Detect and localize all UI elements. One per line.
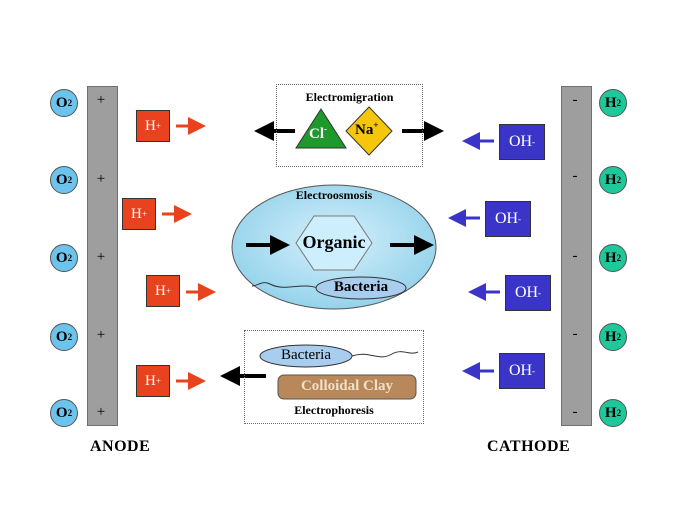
anode-plus-4: +	[96, 327, 106, 343]
colloidal-clay-shape	[277, 374, 417, 400]
anode-electrode	[87, 86, 118, 426]
anode-plus-5: +	[96, 404, 106, 420]
cathode-minus-3: -	[572, 248, 578, 264]
electromigration-panel: Electromigration	[276, 84, 423, 167]
ohminus-box: OH-	[505, 275, 551, 311]
na-diamond	[345, 106, 393, 156]
anode-plus-3: +	[96, 249, 106, 265]
hplus-box: H+	[146, 275, 180, 307]
hplus-box: H+	[122, 198, 156, 230]
organic-hexagon	[295, 215, 373, 271]
colloidal-clay-label: Colloidal Clay	[300, 378, 394, 394]
bacteria-label-1: Bacteria	[333, 279, 389, 295]
ohminus-box: OH-	[485, 201, 531, 237]
ohminus-box: OH-	[499, 353, 545, 389]
cathode-minus-2: -	[572, 168, 578, 184]
ohminus-box: OH-	[499, 124, 545, 160]
cl-ion-label: Cl-	[309, 124, 327, 142]
bacteria-shape-1	[315, 276, 407, 300]
cathode-minus-4: -	[572, 326, 578, 342]
bacteria-tail-1	[251, 282, 319, 289]
cl-triangle	[295, 108, 347, 149]
cathode-minus-1: -	[572, 92, 578, 108]
anode-plus-1: +	[96, 92, 106, 108]
electromigration-title: Electromigration	[305, 90, 394, 104]
organic-label: Organic	[302, 232, 366, 252]
na-ion-label: Na+	[355, 120, 379, 138]
electrophoresis-title: Electrophoresis	[294, 403, 374, 417]
cathode-electrode	[561, 86, 592, 426]
hplus-box: H+	[136, 110, 170, 142]
electroosmosis-title: Electroosmosis	[295, 188, 373, 202]
cathode-label: CATHODE	[487, 438, 571, 455]
bacteria-label-2: Bacteria	[281, 347, 331, 363]
electrophoresis-panel: Electrophoresis	[244, 330, 424, 424]
hplus-box: H+	[136, 365, 170, 397]
cathode-minus-5: -	[572, 404, 578, 420]
anode-label: ANODE	[90, 438, 151, 455]
bacteria-tail-2	[351, 351, 419, 358]
anode-plus-2: +	[96, 171, 106, 187]
bacteria-shape-2	[259, 344, 353, 368]
